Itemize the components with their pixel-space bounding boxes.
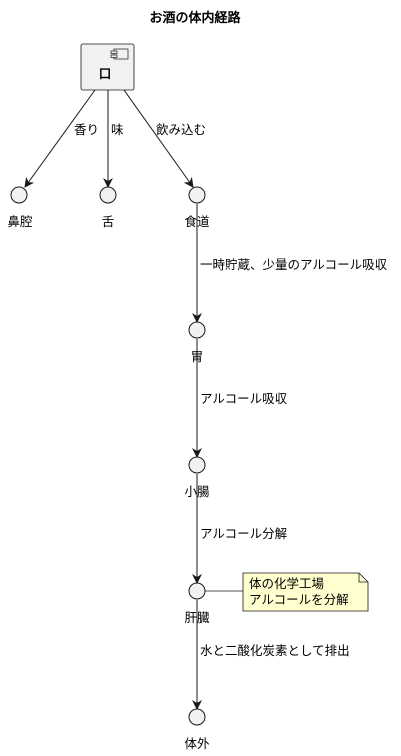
edge-label-esophagus-stomach: 一時貯蔵、少量のアルコール吸収 [200, 257, 388, 272]
interface-label-small-intestine: 小腸 [184, 484, 210, 499]
edge-esophagus-stomach: 一時貯蔵、少量のアルコール吸収 [192, 204, 388, 323]
mouth-component: 口 [80, 43, 135, 91]
mouth-label: 口 [99, 66, 112, 81]
interface-esophagus: 食道 [184, 186, 210, 229]
note-line-2: アルコールを分解 [249, 592, 349, 607]
edge-label-intestine-liver: アルコール分解 [200, 526, 287, 541]
edge-label-mouth-nose: 香り [74, 122, 99, 137]
edge-stomach-intestine: アルコール吸収 [192, 339, 288, 458]
interface-outside: 体外 [184, 708, 210, 751]
component-icon [110, 48, 129, 60]
interface-small-intestine: 小腸 [184, 456, 210, 499]
interface-liver: 肝臓 [184, 582, 210, 625]
interface-nose: 鼻腔 [7, 186, 33, 229]
edge-intestine-liver: アルコール分解 [192, 474, 287, 584]
edge-label-stomach-intestine: アルコール吸収 [200, 391, 288, 406]
interface-label-stomach: 胃 [191, 349, 204, 364]
edge-mouth-tongue: 味 [103, 90, 124, 188]
interface-label-tongue: 舌 [102, 214, 115, 229]
interface-label-esophagus: 食道 [184, 214, 210, 229]
interface-tongue: 舌 [99, 186, 117, 229]
edge-mouth-esophagus: 飲み込む [123, 89, 206, 188]
edge-mouth-nose: 香り [24, 89, 99, 188]
edge-label-mouth-esophagus: 飲み込む [156, 122, 206, 137]
interface-label-nose: 鼻腔 [7, 214, 32, 229]
diagram-title: お酒の体内経路 [149, 10, 241, 26]
note-line-1: 体の化学工場 [249, 576, 324, 591]
edge-label-liver-outside: 水と二酸化炭素として排出 [200, 643, 350, 658]
liver-note: 体の化学工場 アルコールを分解 [205, 572, 369, 612]
interface-label-outside: 体外 [184, 736, 210, 751]
interface-stomach: 胃 [188, 321, 206, 364]
interface-label-liver: 肝臓 [184, 610, 210, 625]
edge-liver-outside: 水と二酸化炭素として排出 [192, 600, 350, 710]
edge-label-mouth-tongue: 味 [111, 122, 124, 137]
